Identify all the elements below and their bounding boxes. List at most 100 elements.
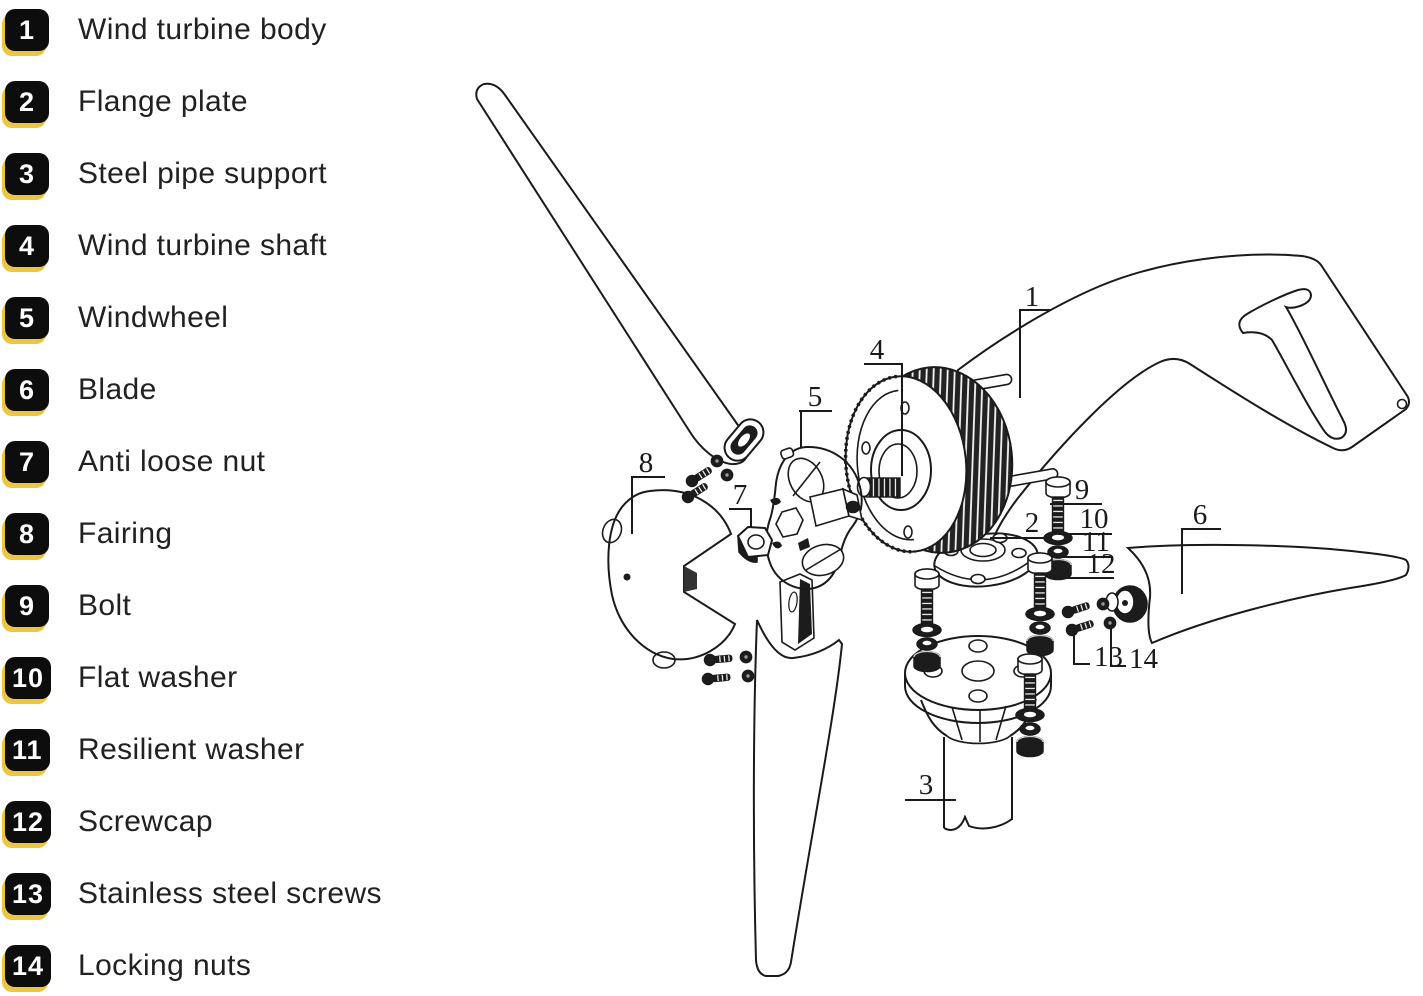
blade-right-drawing (1105, 543, 1410, 645)
legend-row: 14 Locking nuts (5, 930, 382, 996)
screw-icon (701, 670, 732, 686)
tail-eyelet (1396, 398, 1408, 410)
callout-7: 7 (729, 479, 752, 528)
svg-text:6: 6 (1193, 499, 1208, 531)
legend-row: 10 Flat washer (5, 642, 382, 714)
legend-number-badge: 7 (5, 441, 49, 483)
svg-text:2: 2 (1025, 507, 1040, 539)
legend-number-badge: 9 (5, 585, 49, 627)
legend-number-badge: 3 (5, 153, 49, 195)
blade-bottom-drawing (752, 573, 844, 977)
screw-icon (683, 463, 715, 490)
legend-number-badge: 8 (5, 513, 49, 555)
svg-text:5: 5 (808, 381, 823, 413)
legend-number-badge: 5 (5, 297, 49, 339)
legend-number-badge: 4 (5, 225, 49, 267)
legend-number-badge: 11 (5, 729, 50, 771)
blade-root-fitting-upper (723, 418, 765, 462)
callout-9: 9 (1050, 474, 1102, 506)
callout-6: 6 (1181, 499, 1221, 594)
svg-text:14: 14 (1129, 643, 1159, 675)
nut-icon (741, 669, 755, 683)
legend-row: 6 Blade (5, 354, 382, 426)
legend-item-label: Screwcap (78, 805, 213, 838)
legend-row: 2 Flange plate (5, 66, 382, 138)
legend-item-label: Wind turbine shaft (78, 229, 327, 262)
tail-fin-cutout (1238, 288, 1347, 440)
callout-2: 2 (990, 507, 1046, 539)
legend-number-badge: 14 (5, 945, 52, 987)
windwheel-hub-drawing (765, 445, 864, 591)
legend-row: 12 Screwcap (5, 786, 382, 858)
bolt-assembly (912, 568, 942, 673)
legend-row: 13 Stainless steel screws (5, 858, 382, 930)
legend-number-badge: 2 (5, 81, 49, 123)
svg-text:12: 12 (1087, 548, 1116, 580)
legend-row: 3 Steel pipe support (5, 138, 382, 210)
callout-4: 4 (864, 334, 903, 476)
svg-text:3: 3 (919, 769, 934, 801)
bolt-assembly (1025, 552, 1055, 657)
callout-10: 10 (1058, 503, 1112, 535)
legend-number-badge: 12 (5, 801, 52, 843)
screw-icon (703, 651, 734, 667)
svg-text:10: 10 (1080, 503, 1109, 535)
legend-item-label: Windwheel (78, 301, 229, 334)
legend-item-label: Wind turbine body (78, 13, 327, 46)
legend-row: 1 Wind turbine body (5, 0, 382, 66)
blade-root-fitting-bottom (779, 573, 815, 651)
legend-item-label: Locking nuts (78, 949, 252, 982)
legend-item-label: Bolt (78, 589, 132, 622)
legend-item-label: Fairing (78, 517, 173, 550)
callout-14: 14 (1110, 627, 1159, 675)
legend-row: 11 Resilient washer (5, 714, 382, 786)
legend-item-label: Blade (78, 373, 157, 406)
svg-text:8: 8 (639, 447, 654, 479)
svg-text:9: 9 (1075, 474, 1090, 506)
legend-row: 9 Bolt (5, 570, 382, 642)
legend-item-label: Steel pipe support (78, 157, 328, 190)
callout-5: 5 (799, 381, 832, 447)
legend-number-badge: 10 (5, 657, 52, 699)
callout-8: 8 (631, 447, 665, 534)
screw-icon (1060, 599, 1092, 620)
legend-item-label: Flange plate (78, 85, 248, 118)
callout-3: 3 (905, 769, 956, 801)
legend-number-badge: 6 (5, 369, 49, 411)
nut-icon (1096, 597, 1110, 611)
nut-icon (1103, 616, 1117, 630)
rotor-disc-drawing (843, 366, 1014, 554)
legend-row: 7 Anti loose nut (5, 426, 382, 498)
steel-pipe-support-drawing (904, 635, 1052, 831)
fairing-blade-socket (684, 566, 697, 592)
callout-12: 12 (1053, 548, 1116, 580)
legend-row: 5 Windwheel (5, 282, 382, 354)
legend-item-label: Resilient washer (78, 733, 305, 766)
legend-row: 4 Wind turbine shaft (5, 210, 382, 282)
legend-item-label: Anti loose nut (78, 445, 266, 478)
legend-number-badge: 13 (5, 873, 52, 915)
anti-loose-nut-drawing (736, 525, 774, 563)
hub-hex-hole (775, 507, 804, 538)
svg-text:11: 11 (1082, 526, 1110, 558)
legend-item-label: Stainless steel screws (78, 877, 382, 910)
screw-icon (1064, 617, 1096, 638)
callout-13: 13 (1073, 625, 1123, 673)
fairing-drawing (601, 489, 737, 669)
svg-text:1: 1 (1025, 281, 1040, 313)
nut-icon (720, 468, 734, 482)
callout-11: 11 (1060, 526, 1113, 558)
callouts: 1 2 3 4 5 6 7 (631, 281, 1221, 801)
legend-number-badge: 1 (5, 9, 49, 51)
callout-1: 1 (1019, 281, 1050, 398)
blade-upper-left-drawing (475, 82, 765, 466)
legend-row: 8 Fairing (5, 498, 382, 570)
nut-icon (739, 650, 753, 664)
parts-legend: 1 Wind turbine body 2 Flange plate 3 Ste… (5, 0, 382, 996)
nut-icon (710, 454, 724, 468)
svg-text:7: 7 (733, 479, 748, 511)
svg-text:13: 13 (1094, 641, 1123, 673)
wind-turbine-body-drawing (952, 253, 1410, 562)
